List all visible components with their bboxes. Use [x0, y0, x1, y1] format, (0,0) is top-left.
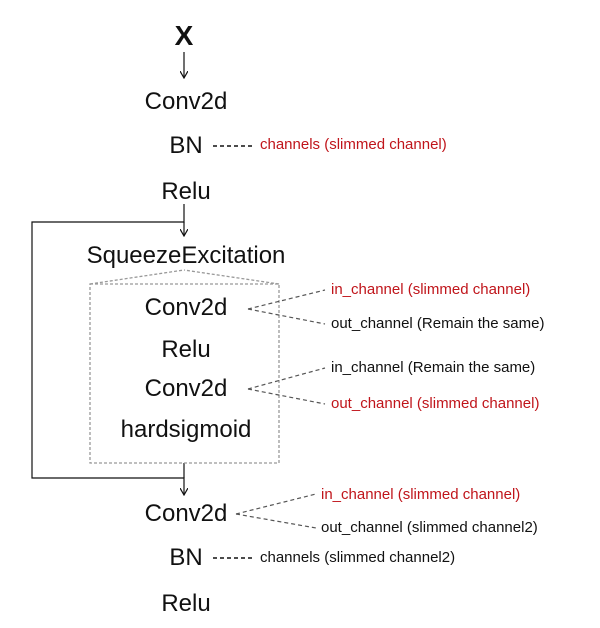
- se-conv2d-node-2: Conv2d: [144, 375, 228, 402]
- link-se-conv2-in: [247, 367, 326, 390]
- se-hardsigmoid-node: hardsigmoid: [120, 416, 252, 443]
- arrow-relu-to-se: [31, 204, 184, 495]
- se-conv1-out-annotation: out_channel (Remain the same): [331, 315, 545, 332]
- se-conv2-in-annotation: in_channel (Remain the same): [331, 359, 536, 376]
- se-conv2d-node-1: Conv2d: [144, 294, 228, 321]
- se-block-border: [89, 283, 280, 464]
- se-conv2-out-annotation: out_channel (slimmed channel): [331, 395, 540, 412]
- input-x-label: X: [174, 20, 194, 51]
- bn2-channels-annotation: channels (slimmed channel2): [260, 549, 456, 566]
- se-relu-node: Relu: [161, 336, 211, 363]
- conv2d-node-1: Conv2d: [144, 88, 228, 115]
- link-se-conv2-out: [247, 388, 326, 405]
- se-conv1-in-annotation: in_channel (slimmed channel): [331, 281, 531, 298]
- link-se-conv1-in: [247, 289, 326, 310]
- link-se-conv1-out: [247, 308, 326, 325]
- se-bracket-left: [89, 269, 185, 285]
- link-conv2-in: [235, 493, 317, 515]
- relu-node-1: Relu: [161, 178, 211, 205]
- squeeze-excitation-node: SqueezeExcitation: [86, 242, 286, 269]
- relu-node-2: Relu: [161, 590, 211, 617]
- bn-node-2: BN: [169, 544, 203, 571]
- conv2d-node-2: Conv2d: [144, 500, 228, 527]
- conv2-out-annotation: out_channel (slimmed channel2): [321, 519, 538, 536]
- bn1-channels-annotation: channels (slimmed channel): [260, 136, 447, 153]
- conv2-in-annotation: in_channel (slimmed channel): [321, 486, 521, 503]
- link-conv2-out: [235, 513, 317, 529]
- se-bracket-right: [183, 269, 280, 285]
- bn-node-1: BN: [169, 132, 203, 159]
